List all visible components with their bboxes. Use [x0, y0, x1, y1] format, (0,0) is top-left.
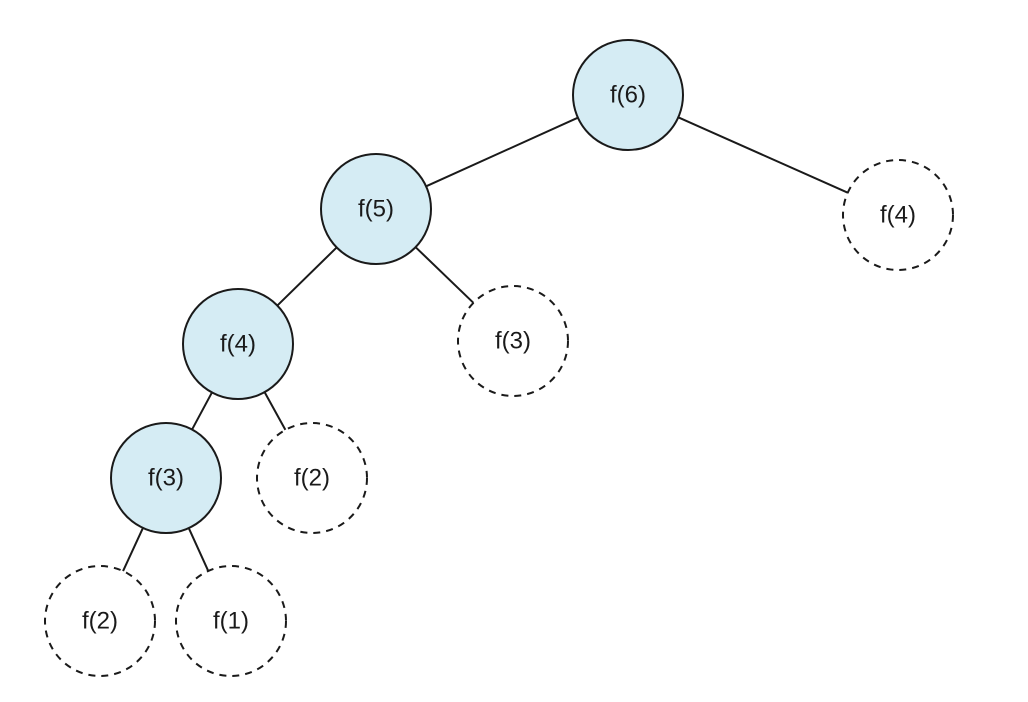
node-circle-n6 [572, 39, 684, 151]
node-circle-n4 [182, 288, 294, 400]
edge-n3-n1 [187, 527, 210, 572]
node-label-n2r: f(2) [294, 465, 330, 492]
edge-n5-n3r [414, 246, 475, 304]
node-label-n1: f(1) [213, 608, 249, 635]
node-label-n5: f(5) [358, 196, 394, 223]
tree-node-n6: f(6) [572, 39, 684, 151]
node-circle-n2r [256, 422, 368, 534]
node-label-n4r: f(4) [880, 202, 916, 229]
edge-n3-n2 [122, 526, 144, 573]
tree-node-n4r: f(4) [842, 159, 954, 271]
edge-n4-n3 [191, 391, 213, 431]
nodes-layer: f(6) f(5) f(4) f(4) f(3) f(3) f(2) f(2) f(1) [44, 39, 954, 677]
tree-node-n2: f(2) [44, 565, 156, 677]
edge-n4-n2r [263, 391, 287, 431]
tree-node-n3: f(3) [110, 422, 222, 534]
tree-node-n3r: f(3) [457, 285, 569, 397]
node-label-n4: f(4) [220, 331, 256, 358]
node-label-n2: f(2) [82, 608, 118, 635]
node-circle-n2 [44, 565, 156, 677]
node-label-n6: f(6) [610, 82, 646, 109]
node-label-n3: f(3) [148, 465, 184, 492]
tree-node-n5: f(5) [320, 153, 432, 265]
node-circle-n3 [110, 422, 222, 534]
tree-node-n4: f(4) [182, 288, 294, 400]
tree-node-n2r: f(2) [256, 422, 368, 534]
node-label-n3r: f(3) [495, 328, 531, 355]
edge-n6-n5 [425, 116, 579, 188]
node-circle-n4r [842, 159, 954, 271]
tree-node-n1: f(1) [175, 565, 287, 677]
edge-n6-n4r [677, 116, 849, 194]
edge-n5-n4 [276, 246, 338, 307]
node-circle-n3r [457, 285, 569, 397]
node-circle-n5 [320, 153, 432, 265]
edges-layer [122, 116, 849, 573]
node-circle-n1 [175, 565, 287, 677]
